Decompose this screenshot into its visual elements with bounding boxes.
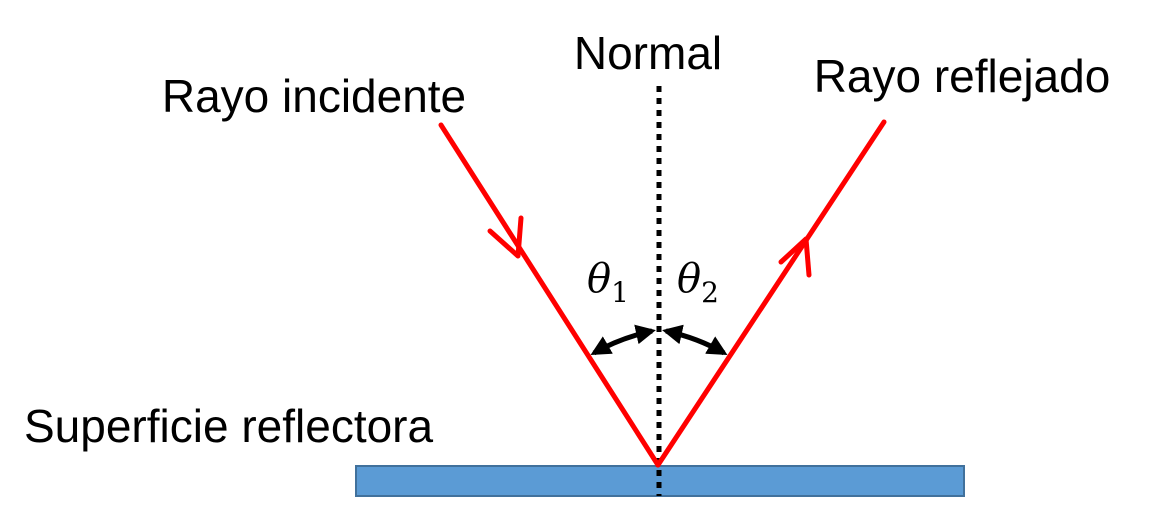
theta-1-symbol: θ — [587, 256, 611, 302]
reflected-ray — [655, 119, 887, 468]
normal-label: Normal — [574, 27, 722, 79]
theta-1-subscript: 1 — [611, 276, 629, 309]
angle-arc-2 — [662, 324, 728, 356]
theta-2-symbol: θ — [677, 256, 701, 302]
surface-label: Superficie reflectora — [24, 400, 433, 452]
angle-arc-1 — [590, 324, 656, 356]
theta-2-subscript: 2 — [701, 276, 719, 309]
theta-2-label: θ2 — [677, 256, 719, 309]
reflected-ray-label: Rayo reflejado — [814, 50, 1111, 102]
incident-ray — [438, 122, 661, 468]
incident-ray-arrow — [487, 215, 524, 259]
incident-ray-label: Rayo incidente — [162, 70, 466, 122]
reflected-ray-arrow — [778, 236, 812, 278]
theta-1-label: θ1 — [587, 256, 629, 309]
